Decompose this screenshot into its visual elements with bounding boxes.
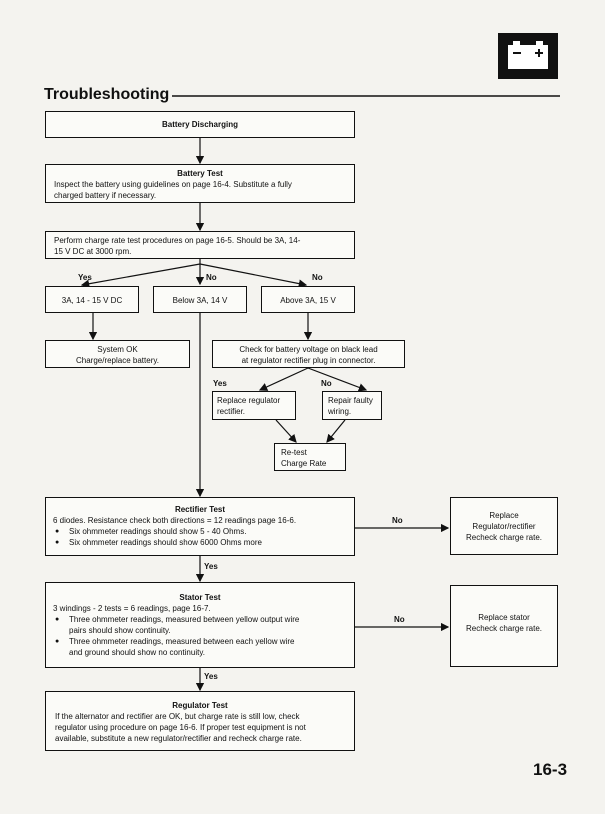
retest-line2: Charge Rate bbox=[281, 459, 327, 468]
replace-reg-rect-line3: Recheck charge rate. bbox=[465, 533, 543, 542]
replace-stator-box: Replace stator Recheck charge rate. bbox=[450, 585, 558, 667]
rectifier-test-bullet1: Six ohmmeter readings should show 5 - 40… bbox=[53, 526, 354, 537]
stator-test-box: Stator Test 3 windings - 2 tests = 6 rea… bbox=[45, 582, 355, 668]
replace-regulator-line2: rectifier. bbox=[217, 407, 246, 416]
system-ok-line1: System OK bbox=[97, 345, 138, 354]
system-ok-box: System OK Charge/replace battery. bbox=[45, 340, 190, 368]
no-label-voltage: No bbox=[321, 379, 332, 388]
battery-glyph bbox=[508, 41, 548, 69]
result-ok-label: 3A, 14 - 15 V DC bbox=[61, 296, 123, 305]
regulator-test-line3: available, substitute a new regulator/re… bbox=[55, 734, 302, 743]
result-above-box: Above 3A, 15 V bbox=[261, 286, 355, 313]
replace-reg-rect-box: Replace Regulator/rectifier Recheck char… bbox=[450, 497, 558, 555]
battery-test-line2: charged battery if necessary. bbox=[54, 191, 157, 200]
regulator-test-line2: regulator using procedure on page 16-6. … bbox=[55, 723, 306, 732]
check-voltage-line2: at regulator rectifier plug in connector… bbox=[241, 356, 376, 365]
start-box: Battery Discharging bbox=[45, 111, 355, 138]
result-above-label: Above 3A, 15 V bbox=[280, 296, 336, 305]
battery-test-box: Battery Test Inspect the battery using g… bbox=[45, 164, 355, 203]
repair-wiring-line1: Repair faulty bbox=[328, 396, 373, 405]
replace-reg-rect-line2: Regulator/rectifier bbox=[472, 522, 536, 531]
check-voltage-box: Check for battery voltage on black lead … bbox=[212, 340, 405, 368]
battery-test-title: Battery Test bbox=[177, 169, 223, 178]
yes-label-stator: Yes bbox=[204, 672, 218, 681]
stator-test-line1: 3 windings - 2 tests = 6 readings, page … bbox=[53, 604, 211, 613]
rectifier-test-line1: 6 diodes. Resistance check both directio… bbox=[53, 516, 297, 525]
no-label-stator: No bbox=[394, 615, 405, 624]
retest-box: Re-test Charge Rate bbox=[274, 443, 346, 471]
repair-wiring-box: Repair faulty wiring. bbox=[322, 391, 382, 420]
rectifier-test-bullet2: Six ohmmeter readings should show 6000 O… bbox=[53, 537, 354, 548]
result-below-label: Below 3A, 14 V bbox=[172, 296, 228, 305]
system-ok-line2: Charge/replace battery. bbox=[75, 356, 159, 365]
page-number: 16-3 bbox=[533, 760, 568, 779]
rectifier-test-box: Rectifier Test 6 diodes. Resistance chec… bbox=[45, 497, 355, 556]
replace-reg-rect-line1: Replace bbox=[489, 511, 519, 520]
charge-rate-line1: Perform charge rate test procedures on p… bbox=[54, 236, 301, 245]
rectifier-test-title: Rectifier Test bbox=[174, 505, 226, 514]
start-label: Battery Discharging bbox=[161, 120, 239, 129]
no-label-rectifier: No bbox=[392, 516, 403, 525]
stator-test-bullet2a: Three ohmmeter readings, measured betwee… bbox=[53, 636, 354, 647]
regulator-test-line1: If the alternator and rectifier are OK, … bbox=[55, 712, 300, 721]
battery-test-line1: Inspect the battery using guidelines on … bbox=[54, 180, 292, 189]
yes-label-left: Yes bbox=[78, 273, 92, 282]
yes-label-voltage: Yes bbox=[213, 379, 227, 388]
no-label-right: No bbox=[312, 273, 323, 282]
stator-test-bullet1a: Three ohmmeter readings, measured betwee… bbox=[53, 614, 354, 625]
regulator-test-box: Regulator Test If the alternator and rec… bbox=[45, 691, 355, 751]
charge-rate-line2: 15 V DC at 3000 rpm. bbox=[54, 247, 132, 256]
repair-wiring-line2: wiring. bbox=[328, 407, 352, 416]
battery-icon bbox=[498, 33, 558, 79]
regulator-test-title: Regulator Test bbox=[172, 701, 228, 710]
retest-line1: Re-test bbox=[281, 448, 307, 457]
check-voltage-line1: Check for battery voltage on black lead bbox=[239, 345, 378, 354]
no-label-middle: No bbox=[206, 273, 217, 282]
stator-test-bullet1b: pairs should show continuity. bbox=[69, 626, 171, 635]
replace-regulator-box: Replace regulator rectifier. bbox=[212, 391, 296, 420]
charge-rate-box: Perform charge rate test procedures on p… bbox=[45, 231, 355, 259]
replace-regulator-line1: Replace regulator bbox=[217, 396, 281, 405]
result-ok-box: 3A, 14 - 15 V DC bbox=[45, 286, 139, 313]
stator-test-title: Stator Test bbox=[179, 593, 221, 602]
replace-stator-line1: Replace stator bbox=[478, 613, 530, 622]
result-below-box: Below 3A, 14 V bbox=[153, 286, 247, 313]
replace-stator-line2: Recheck charge rate. bbox=[465, 624, 543, 633]
stator-test-bullet2b: and ground should show no continuity. bbox=[69, 648, 205, 657]
yes-label-rectifier: Yes bbox=[204, 562, 218, 571]
page-title: Troubleshooting bbox=[44, 86, 170, 103]
